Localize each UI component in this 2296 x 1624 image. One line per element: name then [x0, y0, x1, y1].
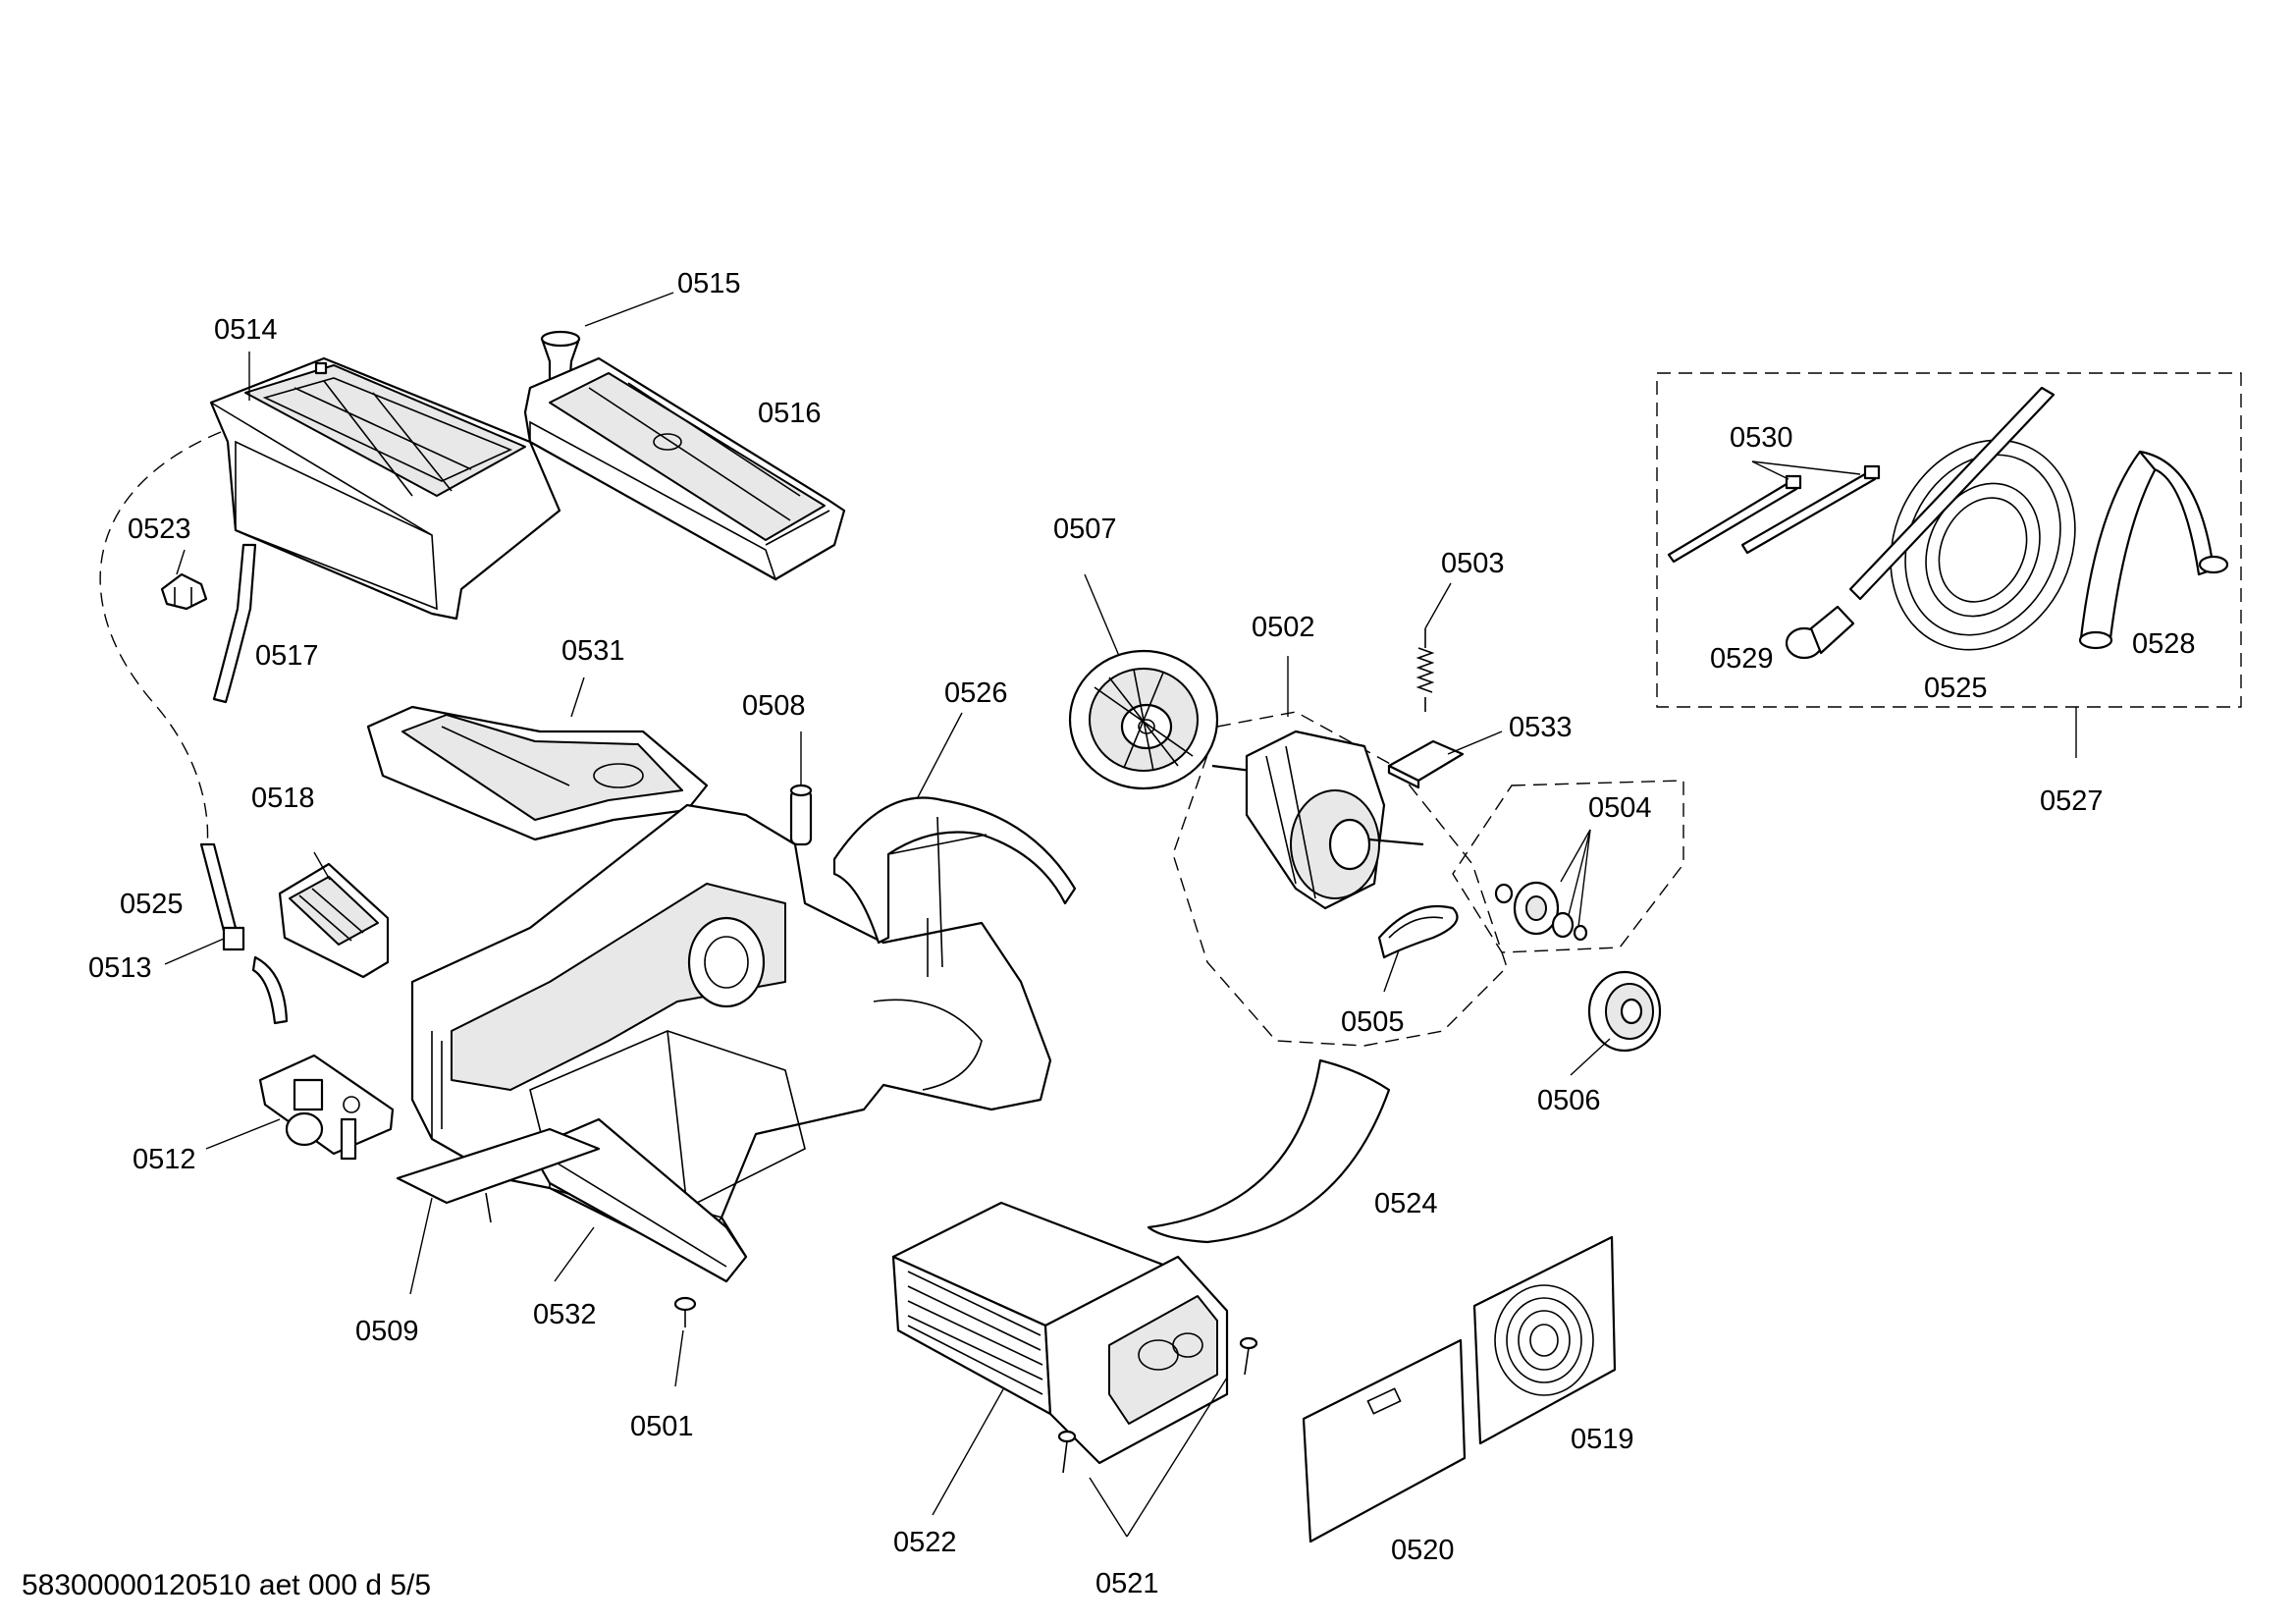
blower-wheel-0506	[1587, 970, 1662, 1053]
hose-holder-0528	[2078, 450, 2229, 650]
adapter-0529	[1785, 605, 1855, 660]
leader-lines	[164, 292, 2077, 1538]
hose-coil-0525	[1848, 386, 2076, 651]
label-0502: 0502	[1252, 612, 1315, 643]
fan-wheel-0507	[1068, 649, 1219, 790]
tray-0509	[396, 1127, 601, 1223]
label-0507: 0507	[1053, 514, 1117, 545]
label-0508: 0508	[742, 690, 806, 722]
condenser-0522	[891, 1201, 1229, 1465]
label-0503: 0503	[1441, 548, 1505, 579]
capacitor-0508	[789, 784, 813, 846]
label-0525-left: 0525	[120, 889, 184, 920]
filter-box-0518	[278, 862, 390, 979]
water-tank-0514	[209, 356, 561, 621]
label-0514: 0514	[214, 314, 278, 346]
label-0526: 0526	[944, 677, 1008, 709]
drain-hose-path	[99, 431, 222, 855]
label-0531: 0531	[561, 635, 625, 667]
fan-housing-0526	[832, 796, 1077, 977]
label-0505: 0505	[1341, 1006, 1405, 1038]
label-0516: 0516	[758, 398, 822, 429]
bearing-group-outline	[1452, 780, 1684, 953]
clip-0523	[160, 572, 208, 611]
label-0515: 0515	[677, 268, 741, 299]
hose-0525-left	[199, 842, 238, 933]
screw-0501	[673, 1296, 697, 1327]
label-0529: 0529	[1710, 643, 1774, 675]
spring-0503	[1415, 628, 1435, 712]
motor-0502	[1211, 730, 1424, 910]
label-0533: 0533	[1509, 712, 1573, 743]
label-0532: 0532	[533, 1299, 597, 1330]
label-0521: 0521	[1095, 1568, 1159, 1599]
label-0525-right: 0525	[1924, 673, 1988, 704]
drive-belt-0505	[1377, 904, 1459, 959]
base-frame-0532	[410, 803, 1052, 1283]
bracket-0533	[1387, 739, 1465, 789]
label-0530: 0530	[1730, 422, 1793, 454]
label-0519: 0519	[1571, 1424, 1634, 1455]
pump-0512	[258, 1054, 395, 1161]
label-0509: 0509	[355, 1316, 419, 1347]
bearing-parts-0504	[1494, 881, 1588, 942]
label-0504: 0504	[1588, 792, 1652, 824]
connector-0513	[222, 926, 289, 1025]
label-0524: 0524	[1374, 1188, 1438, 1219]
label-0517: 0517	[255, 640, 319, 672]
label-0506: 0506	[1537, 1085, 1601, 1116]
tank-cover-0516	[523, 356, 846, 581]
label-0513: 0513	[88, 952, 152, 984]
label-0512: 0512	[133, 1144, 196, 1175]
flap-0520	[1302, 1338, 1467, 1543]
air-duct-0531	[366, 705, 709, 841]
label-0518: 0518	[251, 783, 315, 814]
cable-ties-0530	[1667, 464, 1881, 564]
document-reference-footer: 58300000120510 aet 000 d 5/5	[22, 1569, 432, 1601]
label-0522: 0522	[893, 1527, 957, 1558]
label-0520: 0520	[1391, 1535, 1455, 1566]
label-0501: 0501	[630, 1411, 694, 1442]
screws-0521	[1057, 1336, 1258, 1474]
hose-0517	[212, 543, 257, 704]
label-0528: 0528	[2132, 628, 2196, 660]
label-0527: 0527	[2040, 785, 2104, 817]
part-labels: 0514 0515 0516 0523 0517 0531 0508 0526 …	[88, 268, 2196, 1599]
seal-strip-0524	[1147, 1058, 1391, 1244]
accessory-kit-outline	[1656, 372, 2242, 708]
grille-panel-0519	[1472, 1235, 1617, 1445]
label-0523: 0523	[128, 514, 191, 545]
